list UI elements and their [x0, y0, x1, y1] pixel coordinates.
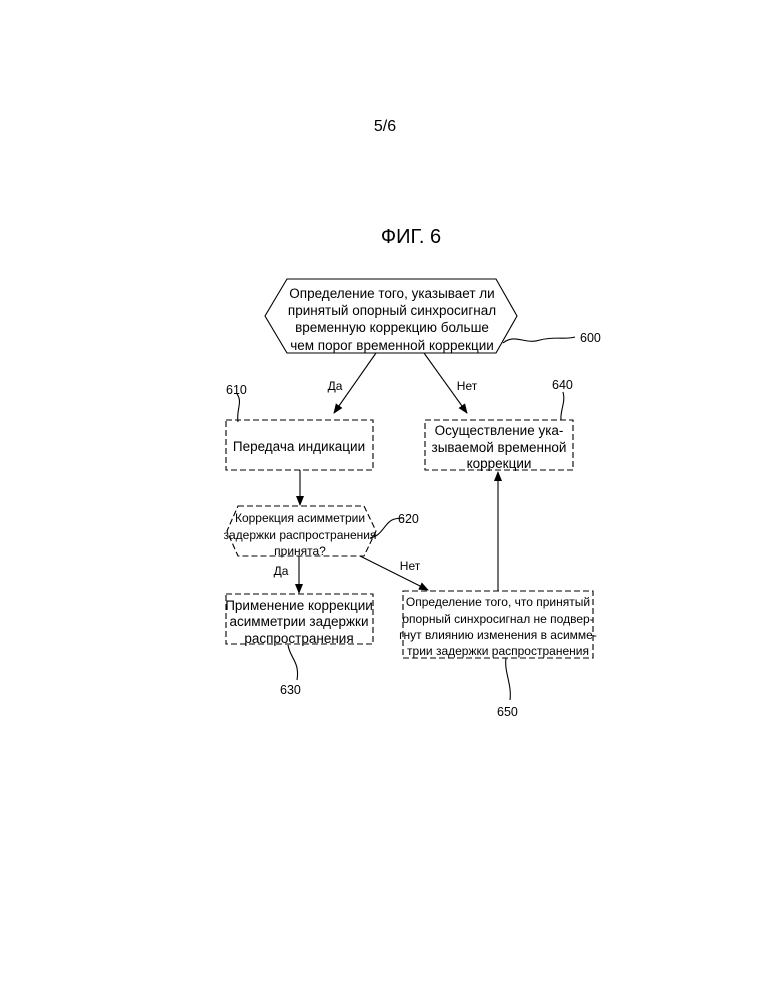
node-text: Определение того, что принятый	[406, 595, 590, 609]
node-text: гнут влиянию изменения в асимме-	[399, 628, 597, 642]
node-text: Коррекция асимметрии	[235, 511, 365, 525]
process-650: Определение того, что принятый опорный с…	[399, 591, 597, 719]
leader-line	[503, 337, 575, 343]
node-text: асимметрии задержки	[229, 614, 368, 629]
process-610: Передача индикации 610	[226, 383, 373, 470]
decision-620: Коррекция асимметрии задержки распростра…	[223, 506, 418, 558]
ref-610: 610	[226, 383, 247, 397]
node-text: Передача индикации	[233, 439, 365, 454]
node-text: принятый опорный синхросигнал	[288, 303, 496, 318]
ref-600: 600	[580, 331, 601, 345]
node-text: коррекции	[467, 456, 532, 471]
ref-640: 640	[552, 378, 573, 392]
node-text: опорный синхросигнал не подвер-	[402, 612, 593, 626]
node-text: зываемой временной	[432, 440, 567, 455]
edge-label-no: Нет	[400, 559, 421, 573]
node-text: трии задержки распространения	[407, 644, 589, 658]
ref-620: 620	[398, 512, 419, 526]
node-text: Определение того, указывает ли	[289, 286, 494, 301]
node-text: распространения	[244, 631, 353, 646]
leader-line	[237, 394, 239, 422]
ref-630: 630	[280, 683, 301, 697]
edge-label-yes: Да	[274, 564, 289, 578]
leader-line	[506, 658, 511, 700]
edge-label-yes: Да	[328, 379, 343, 393]
decision-600: Определение того, указывает ли принятый …	[265, 279, 601, 353]
process-630: Применение коррекции асимметрии задержки…	[225, 594, 373, 697]
figure-title: ФИГ. 6	[381, 226, 441, 248]
edge-label-no: Нет	[457, 379, 478, 393]
leader-line	[561, 392, 564, 420]
node-text: временную коррекцию больше	[295, 320, 489, 335]
ref-650: 650	[497, 705, 518, 719]
leader-line	[288, 645, 298, 680]
node-text: чем порог временной коррекции	[290, 338, 494, 353]
node-text: задержки распространения	[223, 528, 376, 542]
process-640: Осуществление ука- зываемой временной ко…	[425, 378, 573, 471]
node-text: Осуществление ука-	[435, 423, 564, 438]
node-text: Применение коррекции	[225, 598, 373, 613]
node-text: принята?	[274, 544, 326, 558]
page-number: 5/6	[374, 118, 396, 135]
